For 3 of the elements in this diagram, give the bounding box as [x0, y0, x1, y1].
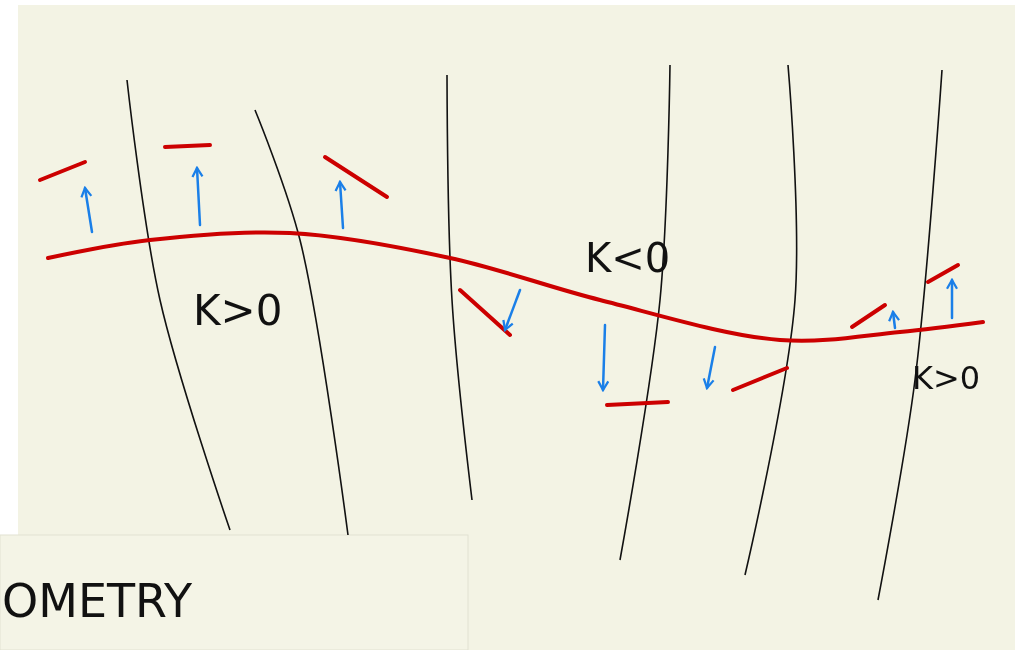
- heading-text: OMETRY: [2, 578, 193, 624]
- curvature-label: K>0: [193, 290, 283, 332]
- curvature-label: K>0: [912, 362, 981, 394]
